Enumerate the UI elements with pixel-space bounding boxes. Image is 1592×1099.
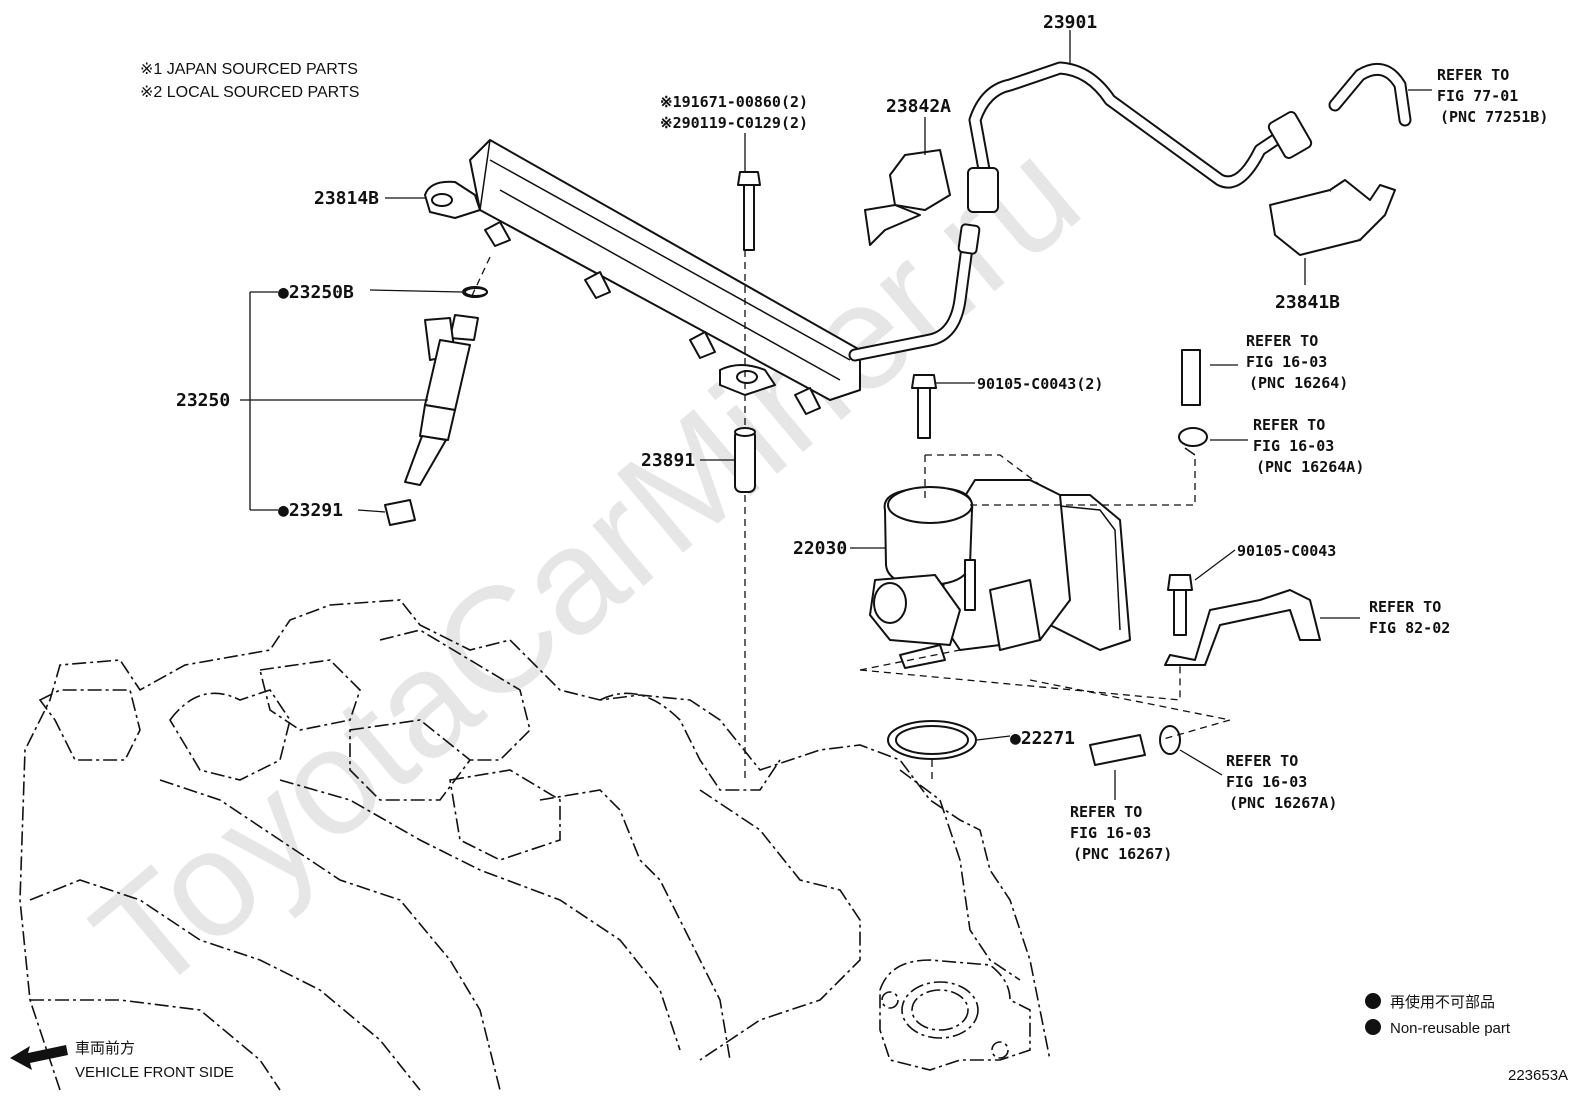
ref-16-03-16264a: REFER TO FIG 16-03 (PNC 16264A)	[1253, 416, 1364, 476]
svg-text:FIG 77-01: FIG 77-01	[1437, 87, 1518, 105]
figure-id: 223653A	[1508, 1067, 1568, 1084]
arrow-left-icon	[10, 1045, 68, 1070]
svg-text:REFER TO: REFER TO	[1437, 66, 1509, 84]
legend-text-jp: 再使用不可部品	[1390, 994, 1495, 1011]
throttle-body-22030	[869, 479, 1131, 669]
label-23841b: 23841B	[1275, 292, 1340, 313]
label-23250: 23250	[176, 390, 230, 411]
ref-77-01: REFER TO FIG 77-01 (PNC 77251B)	[1437, 66, 1548, 126]
svg-text:REFER TO: REFER TO	[1226, 752, 1298, 770]
label-23842a: 23842A	[886, 96, 951, 117]
label-23891: 23891	[641, 450, 695, 471]
fuel-delivery-pipe	[424, 139, 861, 415]
bolt-90105	[1167, 574, 1193, 636]
pipe-77251b	[1328, 62, 1412, 127]
front-text-en: VEHICLE FRONT SIDE	[75, 1064, 234, 1081]
label-23250b: ●23250B	[278, 282, 354, 303]
ref-16-03-16264: REFER TO FIG 16-03 (PNC 16264)	[1246, 332, 1348, 392]
svg-text:(PNC 16264A): (PNC 16264A)	[1256, 458, 1364, 476]
label-bolt-290119: ※290119-C0129(2)	[660, 114, 808, 132]
fuel-hose-23901	[967, 61, 1313, 213]
ref-16-03-16267: REFER TO FIG 16-03 (PNC 16267)	[1070, 803, 1172, 863]
label-bolt-191671: ※191671-00860(2)	[660, 93, 808, 111]
clip-16264a	[1178, 427, 1208, 456]
fuel-injector-23250	[404, 286, 488, 486]
note-local-sourced: ※2 LOCAL SOURCED PARTS	[140, 84, 359, 101]
note-japan-sourced: ※1 JAPAN SOURCED PARTS	[140, 61, 358, 78]
front-text-jp: 車両前方	[75, 1040, 135, 1057]
svg-text:FIG 16-03: FIG 16-03	[1226, 773, 1307, 791]
vehicle-front-indicator: 車両前方 VEHICLE FRONT SIDE	[10, 1040, 234, 1081]
label-bolt-90105: 90105-C0043	[1237, 542, 1336, 560]
legend-text-en: Non-reusable part	[1390, 1020, 1511, 1037]
clamp-23842a	[864, 149, 951, 246]
svg-text:(PNC 77251B): (PNC 77251B)	[1440, 108, 1548, 126]
hose-16267	[1089, 734, 1146, 766]
label-23291: ●23291	[278, 500, 343, 521]
spacer-23891	[734, 427, 756, 493]
legend-dot-jp	[1365, 993, 1381, 1009]
bolt-90105-pair	[911, 374, 937, 439]
hose-16264	[1181, 349, 1201, 406]
leader-lines	[240, 30, 1432, 800]
svg-text:REFER TO: REFER TO	[1369, 598, 1441, 616]
svg-text:(PNC 16264): (PNC 16264)	[1249, 374, 1348, 392]
clamp-23841b	[1269, 179, 1396, 256]
label-23814b: 23814B	[314, 188, 379, 209]
ref-82-02: REFER TO FIG 82-02	[1369, 598, 1450, 637]
svg-text:REFER TO: REFER TO	[1070, 803, 1142, 821]
bracket-82-02	[1164, 589, 1321, 666]
alignment-lines	[469, 250, 1231, 780]
svg-text:FIG 16-03: FIG 16-03	[1070, 824, 1151, 842]
label-22271: ●22271	[1010, 728, 1075, 749]
gasket-22271	[887, 720, 977, 760]
bolt-191671	[737, 171, 761, 251]
injector-insulator	[384, 499, 416, 526]
svg-text:FIG 16-03: FIG 16-03	[1253, 437, 1334, 455]
legend-dot-en	[1365, 1019, 1381, 1035]
svg-text:(PNC 16267A): (PNC 16267A)	[1229, 794, 1337, 812]
legend: 再使用不可部品 Non-reusable part	[1365, 993, 1511, 1037]
label-23901: 23901	[1043, 12, 1097, 33]
label-22030: 22030	[793, 538, 847, 559]
svg-text:REFER TO: REFER TO	[1253, 416, 1325, 434]
fuel-hose	[848, 223, 981, 362]
svg-text:FIG 82-02: FIG 82-02	[1369, 619, 1450, 637]
svg-text:REFER TO: REFER TO	[1246, 332, 1318, 350]
label-bolt-90105-pair: 90105-C0043(2)	[977, 375, 1103, 393]
ref-16-03-16267a: REFER TO FIG 16-03 (PNC 16267A)	[1226, 752, 1337, 812]
svg-text:FIG 16-03: FIG 16-03	[1246, 353, 1327, 371]
svg-text:(PNC 16267): (PNC 16267)	[1073, 845, 1172, 863]
o-ring-23250b	[464, 287, 488, 297]
intake-manifold-outline	[19, 599, 1051, 1091]
clip-16267a	[1159, 725, 1181, 755]
